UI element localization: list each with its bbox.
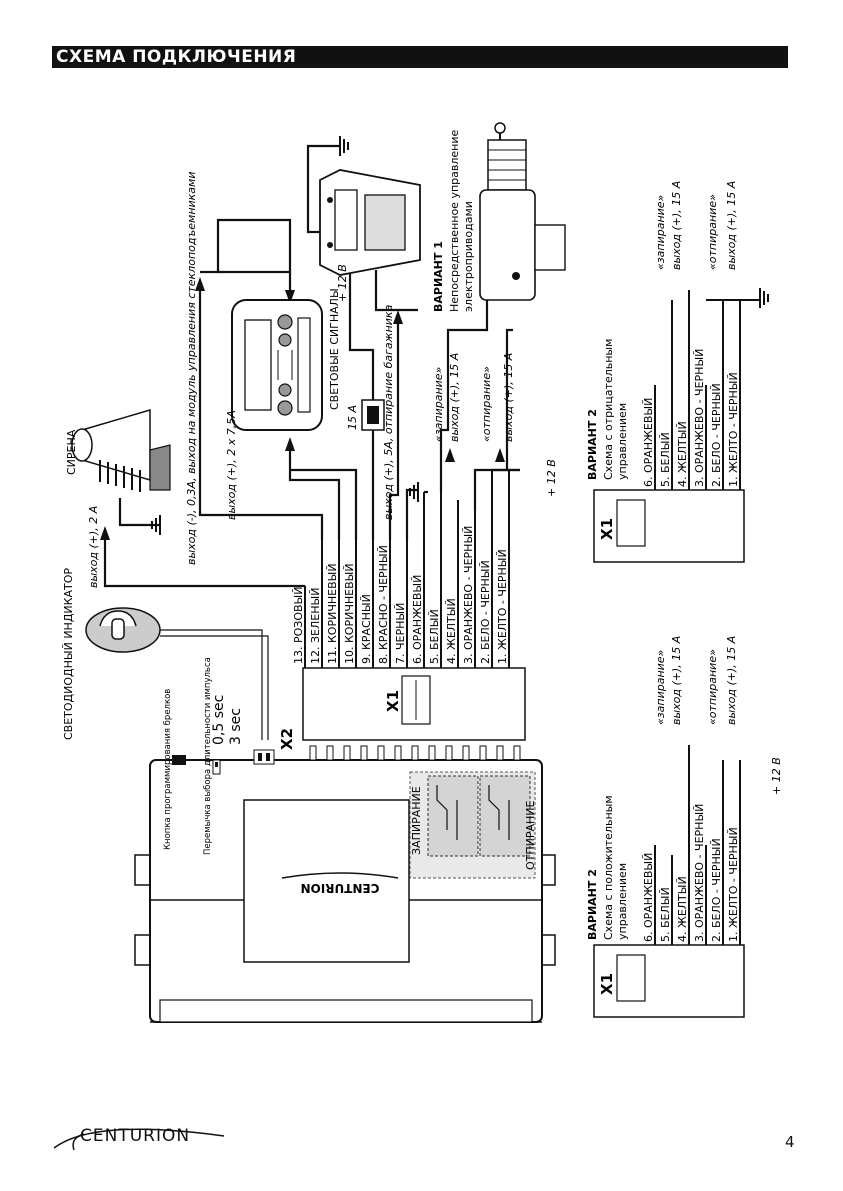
fuse-label: 15 А xyxy=(346,405,359,430)
v2n-wire-2: 2. БЕЛО - ЧЕРНЫЙ xyxy=(710,383,723,487)
car-front-view xyxy=(231,299,323,431)
x1-connector: X1 xyxy=(302,667,526,741)
jumper-option-short: 0,5 sec xyxy=(211,695,227,745)
x1-wire-lines xyxy=(304,470,510,668)
x1-wire-11: 11. КОРИЧНЕВЫЙ xyxy=(326,563,339,664)
plus12-variant2-label: + 12 В xyxy=(770,757,783,795)
x1-label: X1 xyxy=(384,690,402,712)
trunk-actuator xyxy=(319,169,421,276)
jumper-option-long: 3 sec xyxy=(228,708,244,745)
v2n-unlock-label: «отпирание» xyxy=(706,194,719,270)
variant2-neg-desc-1: Схема с отрицательным xyxy=(602,339,615,480)
variant2-positive-block: X1 6. ОРАНЖЕВЫЙ 5. БЕЛЫЙ 4. ЖЕЛТЫЙ 3. ОР… xyxy=(593,745,745,1018)
variant2-pos-title: ВАРИАНТ 2 xyxy=(586,869,599,940)
v2n-wire-6: 6. ОРАНЖЕВЫЙ xyxy=(642,398,655,487)
x1-wire-12: 12. ЗЕЛЕНЫЙ xyxy=(309,588,322,664)
footer-brand-text: CENTURION xyxy=(80,1126,191,1146)
siren-label: СИРЕНА xyxy=(65,429,78,475)
led-indicator xyxy=(85,607,269,740)
lights-output-label: выход (+), 2 х 7,5А xyxy=(225,410,238,520)
v2n-lock-label: «запирание» xyxy=(654,194,667,270)
lock-label: «запирание» xyxy=(432,366,445,442)
v2p-lock-label: «запирание» xyxy=(654,649,667,725)
upper-wiring xyxy=(103,144,520,588)
v2p-wire-5: 5. БЕЛЫЙ xyxy=(659,887,672,942)
siren xyxy=(71,408,171,492)
v2p-unlock-label: «отпирание» xyxy=(706,649,719,725)
page-title: СХЕМА ПОДКЛЮЧЕНИЯ xyxy=(56,47,297,67)
v2p-lock-out: выход (+), 15 А xyxy=(670,636,683,725)
x1-wire-labels: 13. РОЗОВЫЙ 12. ЗЕЛЕНЫЙ 11. КОРИЧНЕВЫЙ 1… xyxy=(292,526,509,664)
program-button-label: Кнопка программирования брелков xyxy=(163,689,173,850)
light-signals-label: СВЕТОВЫЕ СИГНАЛЫ xyxy=(328,288,341,410)
v2n-lock-out: выход (+), 15 А xyxy=(670,181,683,270)
v2p-wire-1: 1. ЖЕЛТО - ЧЕРНЫЙ xyxy=(727,827,740,942)
v2n-wire-1: 1. ЖЕЛТО - ЧЕРНЫЙ xyxy=(727,372,740,487)
plus12-main-label: + 12 В xyxy=(545,459,558,497)
page-number: 4 xyxy=(785,1133,795,1151)
x1-wire-7: 7. ЧЕРНЫЙ xyxy=(394,603,407,664)
variant2-pos-desc-2: управлением xyxy=(616,863,629,940)
variant2-neg-title: ВАРИАНТ 2 xyxy=(586,409,599,480)
v2n-wire-5: 5. БЕЛЫЙ xyxy=(659,432,672,487)
x2-connector-label: X2 xyxy=(278,728,296,750)
v2p-wire-2: 2. БЕЛО - ЧЕРНЫЙ xyxy=(710,838,723,942)
variant2-neg-desc-2: управлением xyxy=(616,403,629,480)
window-output-label: выход (-), 0,3А, выход на модуль управле… xyxy=(185,172,198,566)
x1-wire-9: 9. КРАСНЫЙ xyxy=(360,594,373,664)
x1-wire-13: 13. РОЗОВЫЙ xyxy=(292,587,305,664)
v2n-wire-3: 3. ОРАНЖЕВО - ЧЕРНЫЙ xyxy=(693,349,706,487)
arrows xyxy=(100,277,505,540)
main-alarm-unit: CENTURION ЗАПИРАНИЕ ОТПИРАНИЕ Кнопка про… xyxy=(134,657,556,1023)
x1-wire-5: 5. БЕЛЫЙ xyxy=(428,609,441,664)
footer-logo: CENTURION xyxy=(44,1116,234,1156)
fuse xyxy=(361,399,385,431)
unlock-output-label: выход (+), 15 А xyxy=(502,353,515,442)
x1-wire-3: 3. ОРАНЖЕВО - ЧЕРНЫЙ xyxy=(462,526,475,664)
header-bar: СХЕМА ПОДКЛЮЧЕНИЯ xyxy=(52,46,788,68)
plus12-trunk-label: + 12 В xyxy=(336,264,349,302)
unlock-label: «отпирание» xyxy=(480,366,493,442)
variant2-negative-block: X1 6. ОРАНЖЕВЫЙ 5. БЕЛЫЙ 4. ЖЕЛТЫЙ 3. ОР… xyxy=(593,290,760,563)
siren-output-label: выход (+), 2 А xyxy=(87,506,100,588)
relay-unlock-label: ОТПИРАНИЕ xyxy=(524,800,537,870)
v2p-wire-6: 6. ОРАНЖЕВЫЙ xyxy=(642,853,655,942)
lock-output-label: выход (+), 15 А xyxy=(448,353,461,442)
relay-lock-label: ЗАПИРАНИЕ xyxy=(410,786,423,855)
x1-wire-6: 6. ОРАНЖЕВЫЙ xyxy=(411,575,424,664)
v2n-wire-4: 4. ЖЕЛТЫЙ xyxy=(676,421,689,487)
door-lock-actuator xyxy=(479,122,566,301)
jumper-label: Перемычка выбора длительности импульса xyxy=(203,657,213,855)
led-label: СВЕТОДИОДНЫЙ ИНДИКАТОР xyxy=(62,568,75,740)
v2n-unlock-out: выход (+), 15 А xyxy=(725,181,738,270)
variant1-desc-1: Непосредственное управление xyxy=(448,130,461,312)
x1-variant2-pos-label: X1 xyxy=(598,973,616,995)
v2p-unlock-out: выход (+), 15 А xyxy=(725,636,738,725)
variant1-desc-2: электроприводами xyxy=(462,201,475,312)
variant2-pos-desc-1: Схема с положительным xyxy=(602,795,615,940)
x1-wire-10: 10. КОРИЧНЕВЫЙ xyxy=(343,563,356,664)
unit-brand-label: CENTURION xyxy=(301,881,380,895)
x1-wire-1: 1. ЖЕЛТО - ЧЕРНЫЙ xyxy=(496,549,509,664)
x1-wire-8: 8. КРАСНО - ЧЕРНЫЙ xyxy=(377,545,390,664)
x1-wire-2: 2. БЕЛО - ЧЕРНЫЙ xyxy=(479,560,492,664)
variant1-title: ВАРИАНТ 1 xyxy=(432,241,445,312)
v2p-wire-3: 3. ОРАНЖЕВО - ЧЕРНЫЙ xyxy=(693,804,706,942)
v2p-wire-4: 4. ЖЕЛТЫЙ xyxy=(676,876,689,942)
ground-symbols xyxy=(151,136,769,535)
x1-variant2-neg-label: X1 xyxy=(598,518,616,540)
trunk-output-label: выход (+), 5А, отпирание багажника xyxy=(382,304,395,520)
x1-wire-4: 4. ЖЕЛТЫЙ xyxy=(445,598,458,664)
